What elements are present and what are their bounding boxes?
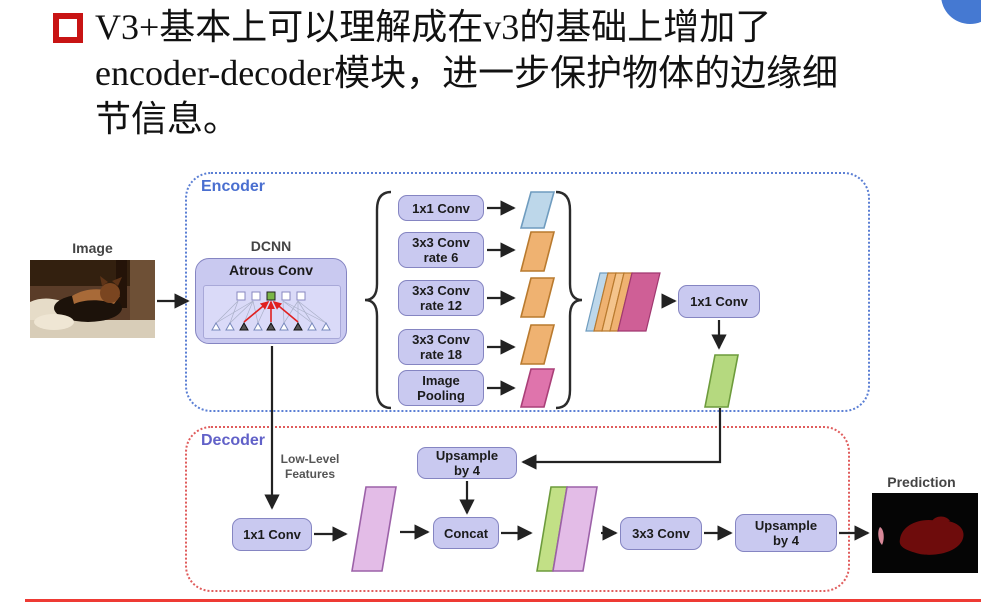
aspp-rate12-box: 3x3 Conv rate 12 <box>398 280 484 316</box>
bullet-line-1: V3+基本上可以理解成在v3的基础上增加了 <box>95 7 772 47</box>
upsample-by4-output-box: Upsample by 4 <box>735 514 837 552</box>
aspp-rate18-line2: rate 18 <box>420 347 462 362</box>
aspp-conv1x1-label: 1x1 Conv <box>412 200 470 216</box>
low-level-line2: Features <box>284 467 336 481</box>
bullet-text: V3+基本上可以理解成在v3的基础上增加了 encoder-decoder模块，… <box>95 4 975 142</box>
upsample-top-line1: Upsample <box>435 448 499 463</box>
upsample-out-line1: Upsample <box>754 518 818 533</box>
prediction-image <box>872 493 978 573</box>
atrous-conv-diagram <box>203 285 341 339</box>
aspp-rate18-line1: 3x3 Conv <box>412 332 470 347</box>
aspp-rate6-line1: 3x3 Conv <box>412 235 470 250</box>
dcnn-label: DCNN <box>250 238 292 254</box>
input-image-label: Image <box>72 240 113 256</box>
aspp-rate18-box: 3x3 Conv rate 18 <box>398 329 484 365</box>
encoder-conv1x1-box: 1x1 Conv <box>678 285 760 318</box>
bullet-line-2: encoder-decoder模块，进一步保护物体的边缘细 <box>95 53 839 93</box>
decoder-container: Decoder <box>185 426 850 592</box>
upsample-by4-top-box: Upsample by 4 <box>417 447 517 479</box>
low-level-line1: Low-Level <box>280 452 340 466</box>
aspp-pooling-line1: Image <box>422 373 460 388</box>
input-cat-image <box>30 260 155 338</box>
prediction-label: Prediction <box>887 474 956 490</box>
aspp-conv1x1-box: 1x1 Conv <box>398 195 484 221</box>
bullet-square-icon <box>53 13 83 43</box>
concat-box: Concat <box>433 517 499 549</box>
decoder-title: Decoder <box>201 432 266 449</box>
atrous-conv-icon <box>211 291 331 331</box>
upsample-out-line2: by 4 <box>772 533 799 548</box>
atrous-conv-block: Atrous Conv <box>195 258 347 344</box>
atrous-conv-label: Atrous Conv <box>229 262 313 278</box>
encoder-title: Encoder <box>201 178 266 195</box>
decoder-conv3x3-label: 3x3 Conv <box>632 526 690 541</box>
decoder-conv3x3-box: 3x3 Conv <box>620 517 702 550</box>
aspp-rate12-line2: rate 12 <box>420 298 462 313</box>
aspp-pooling-line2: Pooling <box>417 388 465 403</box>
aspp-rate12-line1: 3x3 Conv <box>412 283 470 298</box>
aspp-rate6-box: 3x3 Conv rate 6 <box>398 232 484 268</box>
low-level-features-label: Low-Level Features <box>262 452 358 482</box>
upsample-top-line2: by 4 <box>453 463 480 478</box>
bottom-divider-line <box>25 599 981 602</box>
aspp-image-pooling-box: Image Pooling <box>398 370 484 406</box>
aspp-rate6-line2: rate 6 <box>423 250 459 265</box>
encoder-conv1x1-label: 1x1 Conv <box>690 294 748 309</box>
decoder-conv1x1-label: 1x1 Conv <box>243 527 301 542</box>
concat-label: Concat <box>443 525 489 541</box>
bullet-line-3: 节信息。 <box>95 99 240 139</box>
decoder-conv1x1-box: 1x1 Conv <box>232 518 312 551</box>
